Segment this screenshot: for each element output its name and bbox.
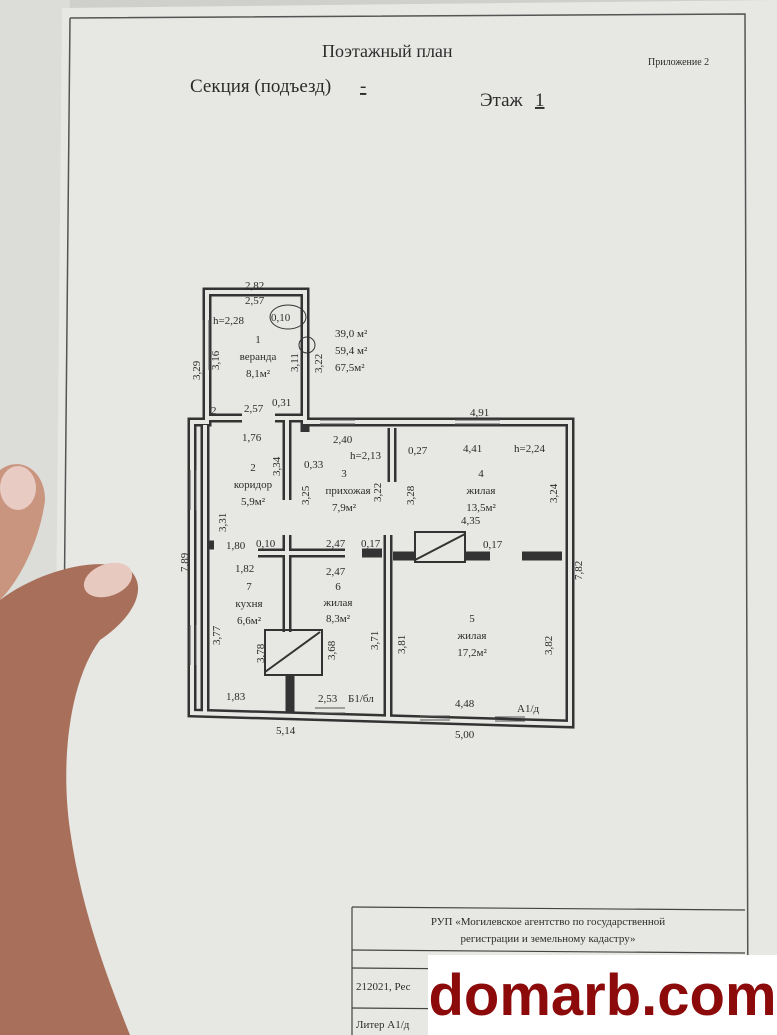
svg-text:5: 5	[469, 613, 475, 625]
svg-text:веранда: веранда	[240, 351, 277, 363]
svg-text:5,00: 5,00	[455, 729, 475, 741]
svg-text:0,17: 0,17	[361, 538, 381, 550]
svg-text:кухня: кухня	[235, 598, 262, 610]
document-title: Поэтажный план	[322, 41, 453, 61]
section-label: Секция (подъезд)	[190, 76, 331, 97]
svg-text:6,6м²: 6,6м²	[237, 615, 262, 627]
svg-text:2: 2	[250, 462, 256, 474]
svg-text:3,22: 3,22	[372, 483, 384, 502]
svg-text:7,89: 7,89	[179, 552, 191, 572]
svg-text:3,16: 3,16	[210, 350, 222, 370]
svg-text:А1/д: А1/д	[517, 703, 540, 715]
svg-text:7,82: 7,82	[573, 561, 585, 580]
room-4: 4 жилая 13,5м²	[466, 468, 497, 514]
room-7: 7 кухня 6,6м²	[235, 581, 262, 627]
height-hall: h=2,13	[350, 450, 381, 462]
watermark: domarb.com	[428, 955, 777, 1035]
svg-text:0,33: 0,33	[304, 459, 324, 471]
svg-text:13,5м²: 13,5м²	[466, 502, 496, 514]
svg-text:5,9м²: 5,9м²	[241, 496, 266, 508]
section-value: -	[360, 76, 366, 97]
svg-text:7: 7	[246, 581, 252, 593]
svg-text:3,82: 3,82	[543, 636, 555, 655]
room-3: 3 прихожая 7,9м²	[325, 468, 370, 514]
svg-text:4,91: 4,91	[470, 407, 489, 419]
floor-plan	[187, 287, 575, 729]
height-veranda: h=2,28	[213, 315, 244, 327]
org-line-2: регистрации и земельному кадастру»	[461, 933, 636, 945]
title-block: РУП «Могилевское агентство по государств…	[351, 906, 746, 1035]
svg-text:3,77: 3,77	[211, 625, 223, 645]
svg-text:2,47: 2,47	[326, 538, 346, 550]
svg-text:6: 6	[335, 581, 341, 593]
svg-text:коридор: коридор	[234, 479, 273, 491]
svg-text:3,34: 3,34	[271, 456, 283, 476]
svg-text:3,25: 3,25	[300, 485, 312, 505]
svg-text:2: 2	[211, 405, 217, 417]
floor-value: 1	[535, 90, 545, 111]
svg-text:жилая: жилая	[466, 485, 496, 497]
svg-text:3,68: 3,68	[326, 640, 338, 660]
svg-text:Б1/бл: Б1/бл	[348, 693, 374, 705]
svg-text:1,80: 1,80	[226, 540, 246, 552]
svg-text:3,71: 3,71	[369, 631, 381, 650]
svg-text:2,40: 2,40	[333, 434, 353, 446]
svg-text:4,35: 4,35	[461, 515, 481, 527]
room-1: 1 веранда 8,1м²	[240, 334, 277, 380]
room-2: 2 коридор 5,9м²	[234, 462, 273, 508]
svg-text:0,10: 0,10	[256, 538, 276, 550]
total-area-3: 67,5м²	[335, 362, 365, 374]
dimensions: 2,82 2,57 0,10 3,29 3,16 3,11 3,22 2 2,5…	[179, 280, 585, 741]
room-5: 5 жилая 17,2м²	[457, 613, 488, 659]
address: 212021, Рес	[356, 981, 411, 993]
svg-text:3,24: 3,24	[548, 483, 560, 503]
hand	[0, 464, 139, 1035]
svg-text:жилая: жилая	[457, 630, 487, 642]
svg-text:прихожая: прихожая	[325, 485, 370, 497]
svg-text:0,10: 0,10	[271, 312, 291, 324]
org-line-1: РУП «Могилевское агентство по государств…	[431, 916, 665, 928]
appendix-label: Приложение 2	[648, 57, 709, 68]
svg-text:2,57: 2,57	[244, 403, 264, 415]
total-area-2: 59,4 м²	[335, 345, 368, 357]
svg-text:2,47: 2,47	[326, 566, 346, 578]
svg-text:3,22: 3,22	[313, 354, 325, 373]
height-room4: h=2,24	[514, 443, 545, 455]
svg-text:4: 4	[478, 468, 484, 480]
svg-text:0,27: 0,27	[408, 445, 428, 457]
document-frame	[69, 13, 749, 1035]
watermark-text: domarb.com	[428, 962, 777, 1028]
svg-text:8,1м²: 8,1м²	[246, 368, 271, 380]
svg-text:7,9м²: 7,9м²	[332, 502, 357, 514]
svg-text:2,53: 2,53	[318, 693, 338, 705]
svg-text:5,14: 5,14	[276, 725, 296, 737]
svg-text:3,81: 3,81	[396, 635, 408, 654]
svg-text:3,78: 3,78	[255, 643, 267, 663]
svg-text:жилая: жилая	[323, 597, 353, 609]
room-6: 6 жилая 8,3м²	[323, 581, 353, 625]
floor-label: Этаж	[480, 90, 524, 111]
svg-text:4,48: 4,48	[455, 698, 475, 710]
svg-text:3,11: 3,11	[289, 353, 301, 372]
total-area-1: 39,0 м²	[335, 328, 368, 340]
svg-text:1,76: 1,76	[242, 432, 262, 444]
document-paper	[52, 0, 777, 1035]
svg-text:1,83: 1,83	[226, 691, 246, 703]
svg-text:3,28: 3,28	[405, 485, 417, 505]
svg-text:0,17: 0,17	[483, 539, 503, 551]
svg-text:3,31: 3,31	[217, 513, 229, 532]
svg-text:1,82: 1,82	[235, 563, 254, 575]
svg-text:2,82: 2,82	[245, 280, 264, 292]
liter: Литер А1/д	[356, 1019, 410, 1031]
svg-text:17,2м²: 17,2м²	[457, 647, 487, 659]
svg-text:0,31: 0,31	[272, 397, 291, 409]
svg-text:4,41: 4,41	[463, 443, 482, 455]
svg-text:3,29: 3,29	[191, 360, 203, 380]
svg-text:1: 1	[255, 334, 261, 346]
svg-text:8,3м²: 8,3м²	[326, 613, 351, 625]
svg-text:2,57: 2,57	[245, 295, 265, 307]
svg-text:3: 3	[341, 468, 347, 480]
